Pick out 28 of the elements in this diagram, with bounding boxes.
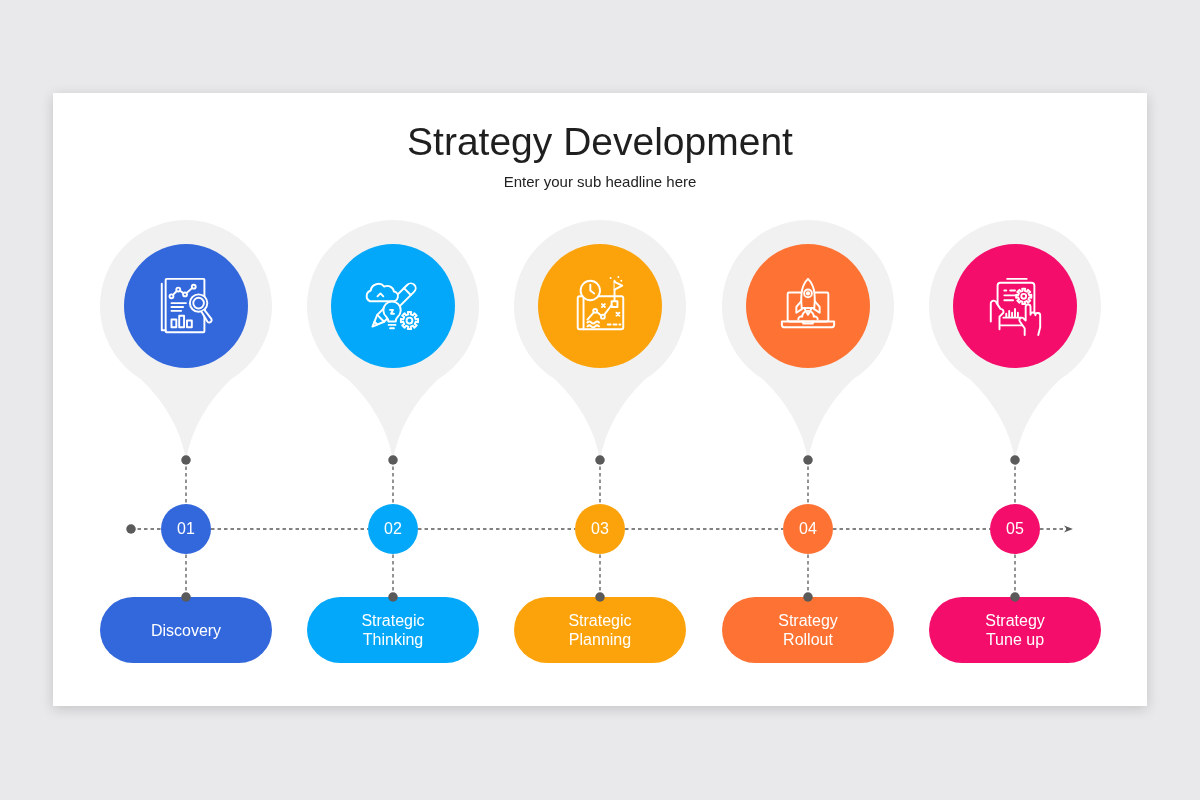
dashed-connector <box>595 455 605 505</box>
stage-label: Strategic Thinking <box>360 611 426 649</box>
stage-label: Strategic Planning <box>567 611 633 649</box>
step-number: 01 <box>177 520 195 538</box>
dashed-connector <box>181 455 191 505</box>
dashed-connector <box>1010 455 1020 505</box>
step-number: 03 <box>591 520 609 538</box>
subtitle: Enter your sub headline here <box>503 173 697 191</box>
stage-label: Discovery <box>150 620 222 640</box>
dashed-connector <box>803 455 813 505</box>
dashed-connector <box>388 553 398 602</box>
dashed-connector <box>803 553 813 602</box>
dashed-connector <box>624 528 784 530</box>
dashed-arrow <box>1039 525 1073 533</box>
step-number: 05 <box>1006 520 1024 538</box>
title: Strategy Development <box>407 119 793 165</box>
step-number: 04 <box>799 520 817 538</box>
stage-label: Strategy Rollout <box>777 611 839 649</box>
dashed-connector <box>126 524 162 534</box>
step-number: 02 <box>384 520 402 538</box>
stage-label: Strategy Tune up <box>984 611 1046 649</box>
dashed-connector <box>181 553 191 602</box>
dashed-connector <box>210 528 369 530</box>
dashed-connector <box>832 528 991 530</box>
dashed-connector <box>595 553 605 602</box>
dashed-connector <box>417 528 576 530</box>
dashed-connector <box>388 455 398 505</box>
dashed-connector <box>1010 553 1020 602</box>
